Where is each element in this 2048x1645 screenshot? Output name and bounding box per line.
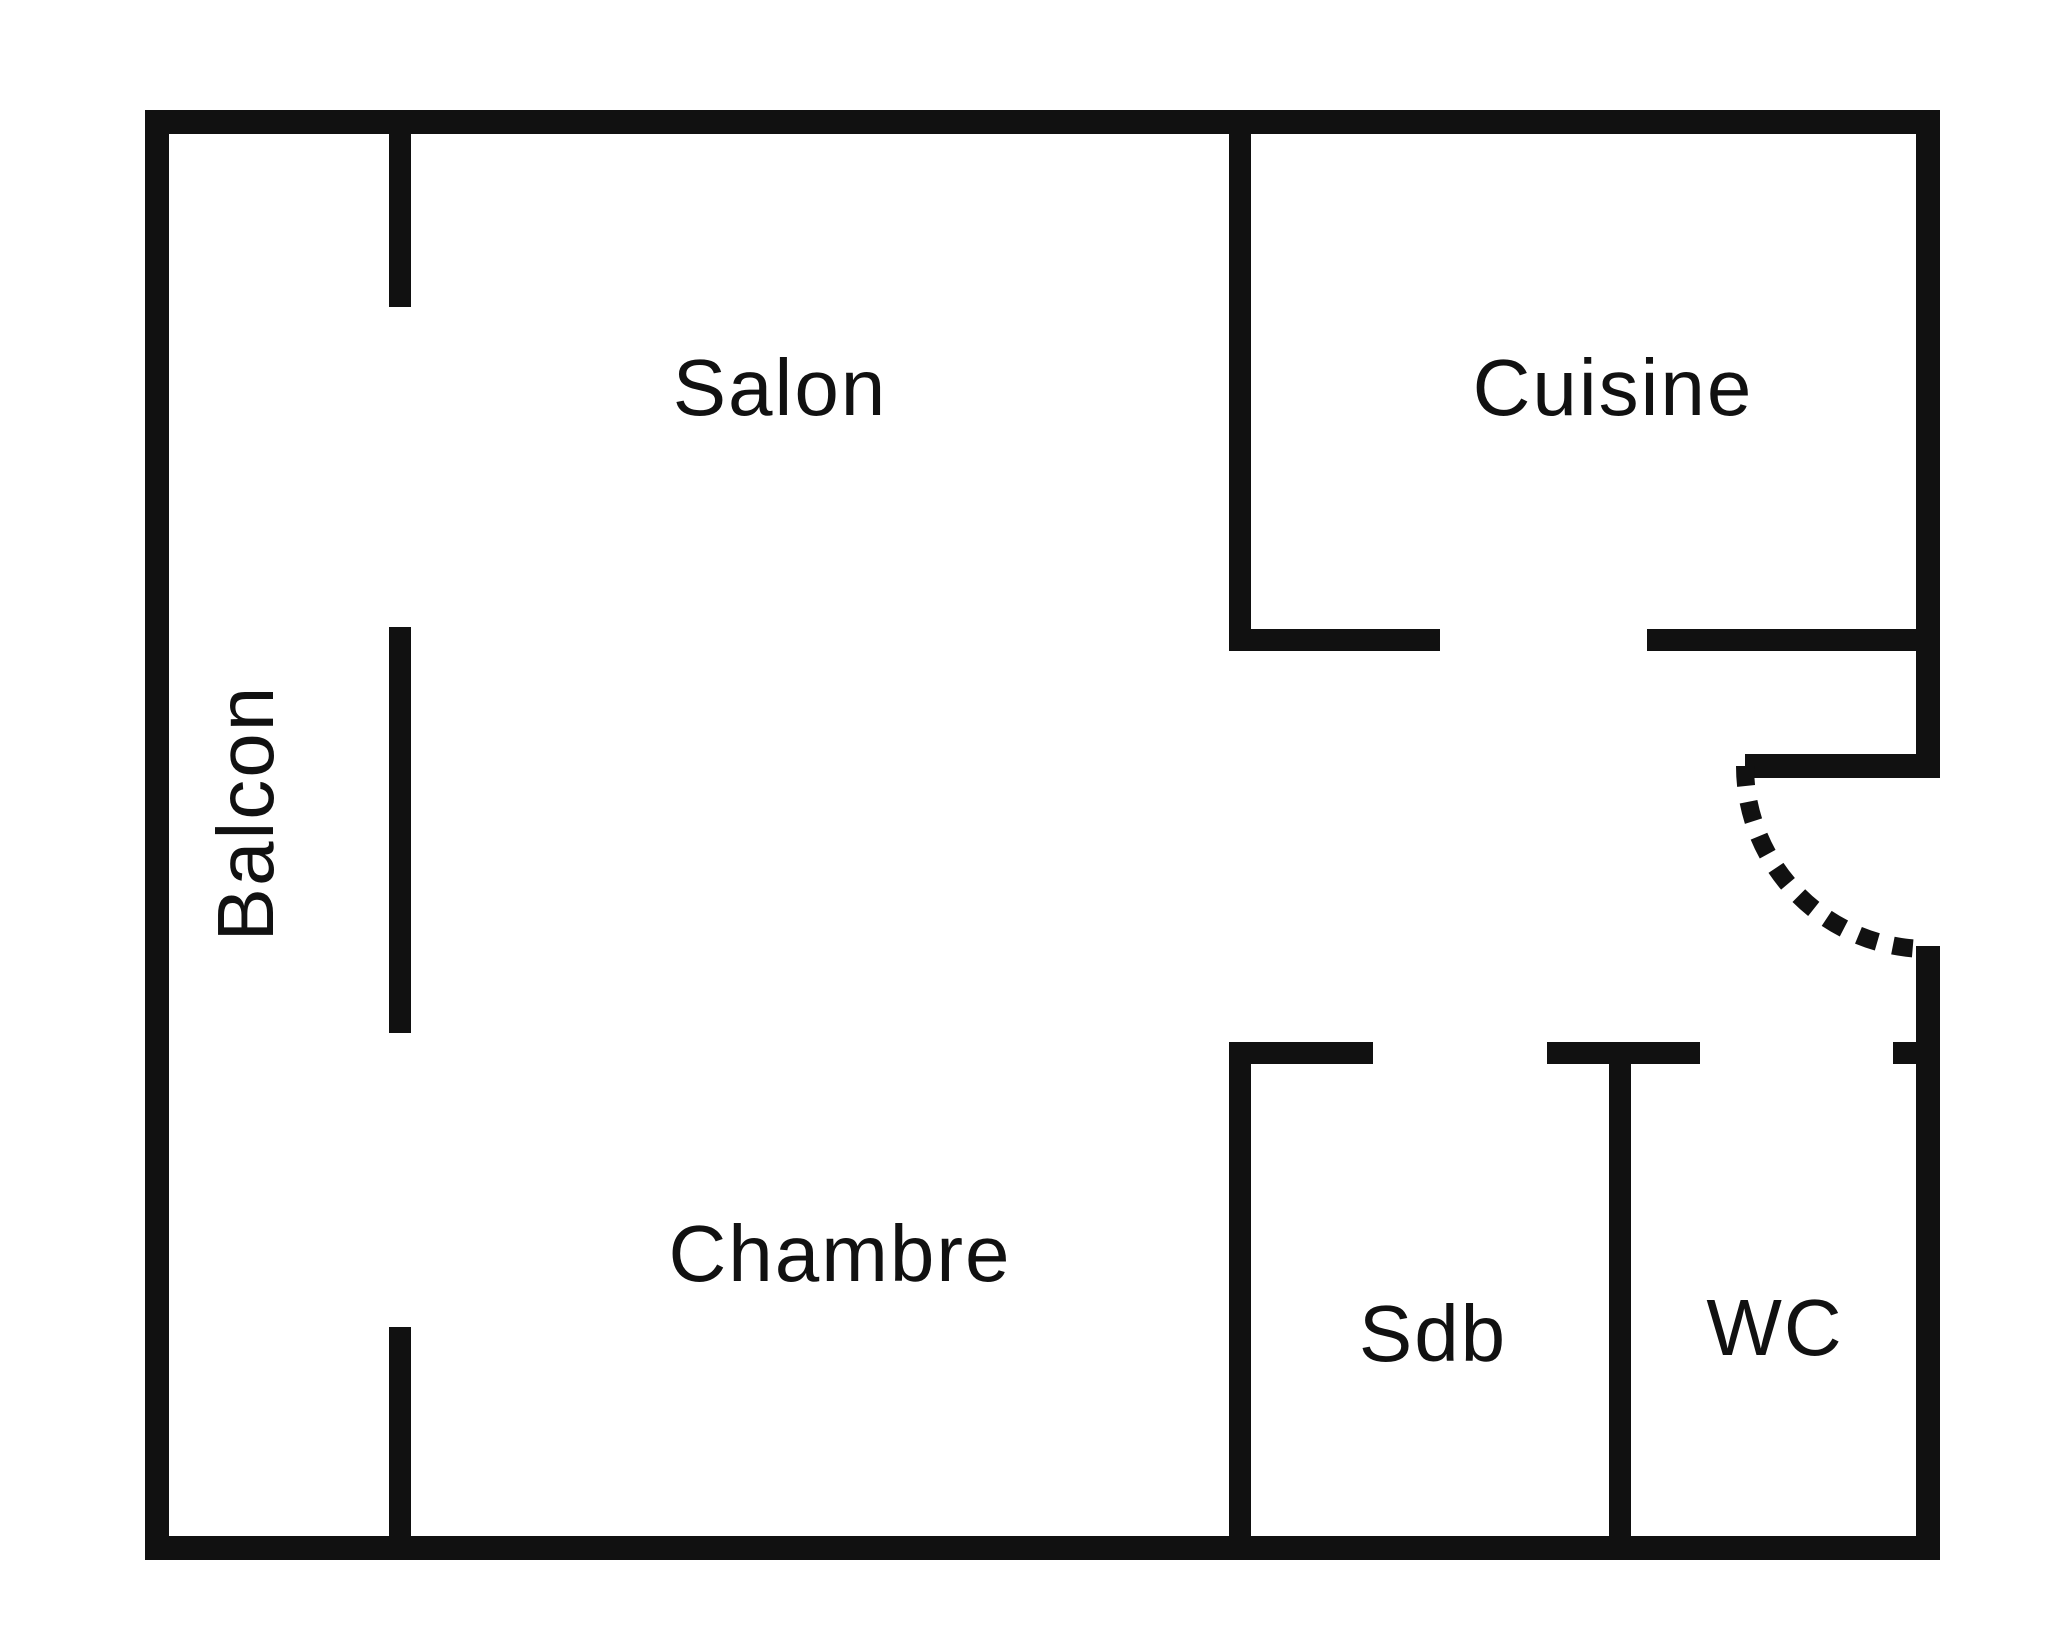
balcony-wall-lower: [389, 1327, 411, 1560]
balcony-wall-upper: [389, 110, 411, 307]
outer-wall-right-upper: [1916, 110, 1940, 767]
sdb-wc-wall: [1609, 1042, 1631, 1560]
room-label-sdb: Sdb: [1359, 1289, 1507, 1378]
outer-wall-bottom: [145, 1536, 1940, 1560]
room-label-chambre: Chambre: [668, 1209, 1011, 1298]
cuisine-bottom-wall-left: [1229, 629, 1440, 651]
bathroom-top-wall-left: [1229, 1042, 1373, 1064]
room-label-balcon: Balcon: [201, 685, 290, 942]
room-label-cuisine: Cuisine: [1473, 343, 1754, 432]
chambre-sdb-wall: [1229, 1042, 1251, 1560]
entrance-door-leaf: [1745, 754, 1940, 778]
balcony-wall-middle: [389, 627, 411, 1033]
outer-wall-left: [145, 110, 169, 1560]
salon-cuisine-wall: [1229, 110, 1251, 651]
bathroom-top-wall-right: [1893, 1042, 1916, 1064]
cuisine-bottom-wall-right: [1647, 629, 1916, 651]
entrance-door-swing-arc: [1736, 765, 1929, 958]
outer-wall-right-lower: [1916, 946, 1940, 1560]
room-label-wc: WC: [1706, 1283, 1843, 1372]
room-label-salon: Salon: [673, 343, 888, 432]
outer-wall-top: [145, 110, 1940, 134]
